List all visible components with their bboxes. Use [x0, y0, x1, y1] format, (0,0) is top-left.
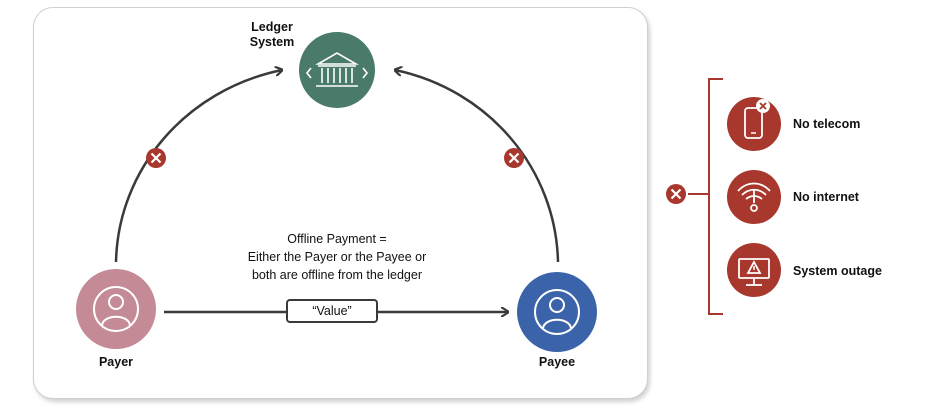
issues-x-icon	[666, 184, 686, 204]
description-line1: Offline Payment =	[287, 232, 387, 246]
issues-bracket	[688, 78, 723, 315]
no-telecom-icon	[727, 97, 781, 151]
payee-label: Payee	[538, 355, 576, 369]
issue-label-no-telecom: No telecom	[793, 117, 861, 131]
blocked-left-icon	[146, 148, 166, 168]
wifi-off-icon	[727, 170, 781, 224]
payee-node	[517, 272, 597, 352]
value-label-box: “Value”	[286, 299, 378, 323]
ledger-label: Ledger System	[240, 20, 304, 50]
monitor-warning-icon	[727, 243, 781, 297]
ledger-label-line2: System	[249, 35, 295, 49]
issue-label-system-outage: System outage	[793, 264, 882, 278]
description-line3: both are offline from the ledger	[251, 268, 422, 282]
payer-label: Payer	[98, 355, 134, 369]
payer-to-ledger-arrow	[114, 70, 282, 263]
person-icon	[93, 286, 139, 332]
offline-payment-description: Offline Payment = Either the Payer or th…	[228, 230, 446, 284]
issue-label-no-internet: No internet	[793, 190, 859, 204]
ledger-label-line1: Ledger	[251, 20, 293, 34]
ledger-system-node	[299, 32, 375, 108]
person-icon	[534, 289, 580, 335]
blocked-right-icon	[504, 148, 524, 168]
payer-node	[76, 269, 156, 349]
description-line2: Either the Payer or the Payee or	[247, 250, 427, 264]
bank-building-icon	[305, 52, 369, 87]
payee-to-ledger-arrow	[395, 70, 560, 263]
